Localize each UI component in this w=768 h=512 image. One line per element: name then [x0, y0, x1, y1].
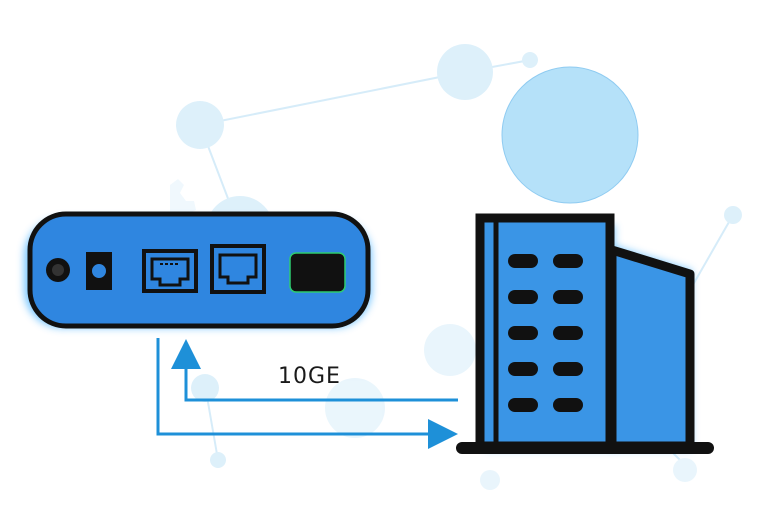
downlink-arrow — [156, 338, 458, 449]
link-speed-label: 10GE — [278, 364, 341, 389]
ethernet-port-icon — [210, 244, 266, 294]
bubble — [210, 452, 226, 468]
connection-arrows — [156, 338, 458, 449]
uplink-arrow — [171, 339, 458, 402]
bubble — [673, 458, 697, 482]
bubble — [437, 44, 493, 100]
bubble — [724, 206, 742, 224]
power-jack-icon — [46, 258, 70, 282]
ethernet-port-icon — [142, 249, 198, 293]
bubble — [424, 324, 476, 376]
sfp-port-icon — [289, 252, 346, 293]
bubble — [325, 378, 385, 438]
bubble — [480, 470, 500, 490]
dc-port-icon — [86, 252, 112, 290]
bubble — [191, 374, 219, 402]
bubble — [176, 101, 224, 149]
building-windows — [508, 254, 583, 412]
office-building-icon — [456, 213, 714, 454]
bubble — [522, 52, 538, 68]
large-bubble — [501, 66, 639, 204]
network-device-icon — [24, 211, 372, 329]
